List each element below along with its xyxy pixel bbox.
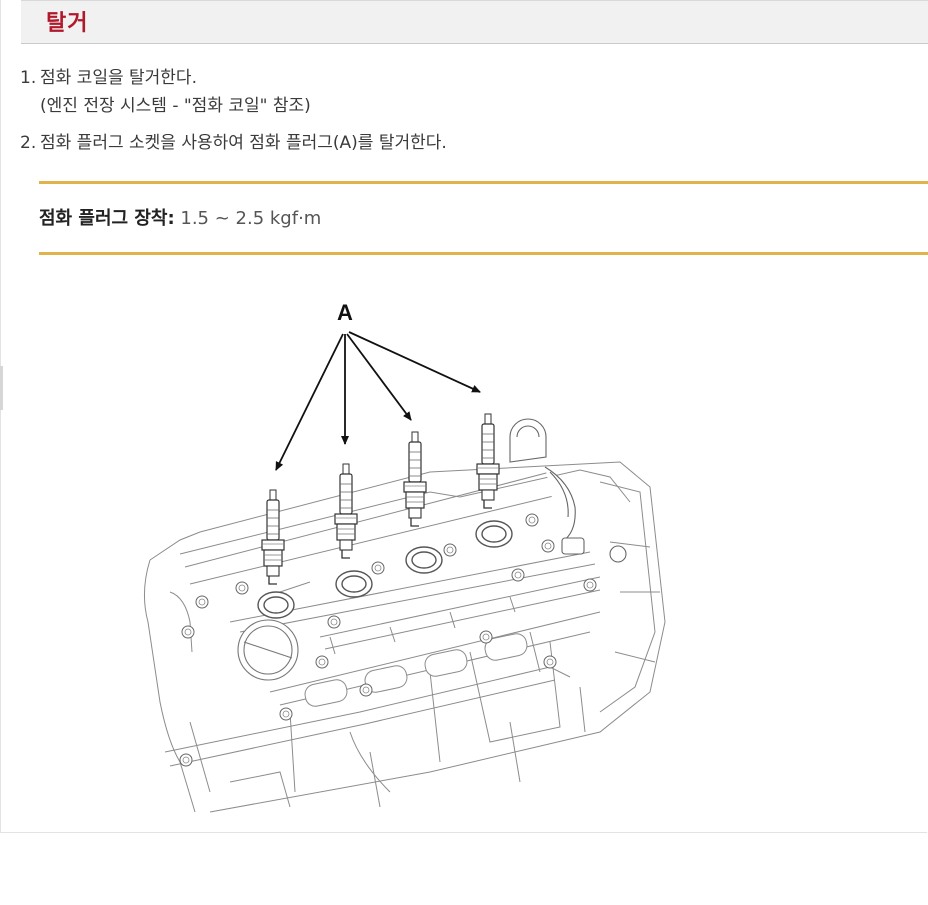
step-1: 1. 점화 코일을 탈거한다. (엔진 전장 시스템 - "점화 코일" 참조)	[20, 64, 900, 120]
content-frame	[0, 0, 927, 833]
section-header: 탈거	[21, 0, 928, 44]
callout-arrows	[275, 331, 481, 471]
step-1-reference: (엔진 전장 시스템 - "점화 코일" 참조)	[40, 96, 311, 116]
torque-spec: 점화 플러그 장착: 1.5 ~ 2.5 kgf·m	[39, 204, 321, 230]
step-2-number: 2.	[20, 133, 37, 153]
spark-plug-a3	[403, 431, 427, 527]
side-collapse-tab[interactable]	[0, 366, 3, 410]
step-1-number: 1.	[20, 68, 37, 88]
spark-plug-a4	[476, 413, 500, 509]
step-2: 2. 점화 플러그 소켓을 사용하여 점화 플러그(A)를 탈거한다.	[20, 129, 900, 157]
engine-block-lines	[144, 461, 666, 813]
torque-spec-box: 점화 플러그 장착: 1.5 ~ 2.5 kgf·m	[39, 181, 928, 255]
spark-plug-removal-illustration: A	[130, 292, 675, 814]
torque-spec-value: 1.5 ~ 2.5 kgf·m	[174, 208, 322, 229]
plug-wells	[257, 520, 513, 619]
procedure-steps: 1. 점화 코일을 탈거한다. (엔진 전장 시스템 - "점화 코일" 참조)…	[20, 64, 900, 157]
callout-label-a: A	[337, 300, 353, 325]
engine-diagram-svg: A	[144, 300, 666, 813]
sensor-housing	[509, 418, 627, 563]
torque-spec-label: 점화 플러그 장착:	[39, 208, 175, 229]
step-2-text: 점화 플러그 소켓을 사용하여 점화 플러그(A)를 탈거한다.	[40, 133, 447, 153]
step-1-text: 점화 코일을 탈거한다.	[40, 68, 197, 88]
oil-filler-cap	[237, 619, 299, 681]
intake-ports	[304, 633, 528, 707]
section-title: 탈거	[46, 11, 89, 36]
spark-plug-a1	[261, 489, 285, 585]
